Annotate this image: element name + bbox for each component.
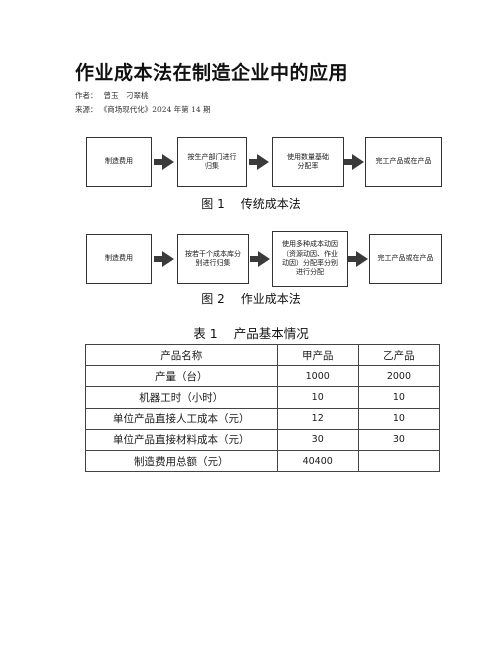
- author-label: 作者：: [75, 91, 98, 100]
- table-row: 机器工时（小时） 10 10: [85, 386, 441, 409]
- row-value-b: 10: [357, 386, 441, 409]
- header-product-a: 甲产品: [276, 343, 359, 367]
- flow2-box-cost-pools: 按若干个成本库分 别进行归集: [177, 234, 249, 284]
- flow2-arrow-3: [348, 251, 368, 267]
- row-value-a: 12: [276, 407, 359, 430]
- figure-2-flowchart: 制造费用 按若干个成本库分 别进行归集 使用多种成本动因 （资源动因、作业 动因…: [86, 231, 442, 287]
- row-value-a: 1000: [276, 365, 359, 388]
- article-title: 作业成本法在制造企业中的应用: [75, 62, 349, 84]
- table-row: 产量（台） 1000 2000: [85, 365, 441, 388]
- flow2-box-finished-products: 完工产品或在产品: [369, 234, 442, 284]
- row-value-a: 10: [276, 386, 359, 409]
- header-product-b: 乙产品: [357, 343, 441, 367]
- figure-2-title: 作业成本法: [240, 292, 301, 306]
- row-label: 制造费用总额（元）: [85, 449, 278, 473]
- source-text: 《商场现代化》2024 年第 14 期: [103, 105, 211, 114]
- row-value-a: 30: [276, 428, 359, 451]
- table-row: 单位产品直接人工成本（元） 12 10: [85, 407, 441, 430]
- table-1-caption: 表 1 产品基本情况: [0, 323, 502, 342]
- source-label: 来源：: [75, 105, 98, 114]
- row-value-b: 30: [357, 428, 441, 451]
- author-names: 曾玉 刁翠桃: [103, 91, 149, 100]
- flow2-arrow-1: [154, 251, 174, 267]
- row-label: 机器工时（小时）: [85, 386, 278, 409]
- flow1-arrow-2: [249, 154, 269, 170]
- flow2-box-manufacturing-cost: 制造费用: [86, 234, 152, 284]
- row-value-b: 2000: [357, 365, 441, 388]
- table-row: 制造费用总额（元） 40400: [85, 449, 441, 473]
- source-line: 来源： 《商场现代化》2024 年第 14 期: [75, 104, 211, 115]
- flow1-arrow-1: [154, 154, 174, 170]
- table-header-row: 产品名称 甲产品 乙产品: [85, 343, 441, 367]
- table-1-label: 表 1: [193, 326, 218, 341]
- row-label: 单位产品直接材料成本（元）: [85, 428, 278, 451]
- flow1-box-finished-products: 完工产品或在产品: [365, 137, 442, 187]
- flow1-box-quantity-rate: 使用数量基础 分配率: [272, 137, 344, 187]
- flow1-arrow-3: [344, 154, 364, 170]
- author-line: 作者： 曾玉 刁翠桃: [75, 90, 149, 101]
- row-value-a: 40400: [276, 449, 359, 473]
- row-value-b: 10: [357, 407, 441, 430]
- flow2-box-cost-drivers: 使用多种成本动因 （资源动因、作业 动因）分配率分别 进行分配: [272, 231, 348, 287]
- figure-1-title: 传统成本法: [240, 197, 301, 211]
- flow2-arrow-2: [250, 251, 270, 267]
- table-row: 单位产品直接材料成本（元） 30 30: [85, 428, 441, 451]
- header-product-name: 产品名称: [85, 343, 278, 367]
- product-info-table: 产品名称 甲产品 乙产品 产量（台） 1000 2000 机器工时（小时） 10…: [85, 343, 441, 473]
- figure-1-label: 图 1: [201, 197, 225, 211]
- flow1-box-dept-collection: 按生产部门进行 归集: [177, 137, 247, 187]
- row-value-b: [357, 449, 441, 473]
- figure-2-label: 图 2: [201, 292, 225, 306]
- row-label: 单位产品直接人工成本（元）: [85, 407, 278, 430]
- row-label: 产量（台）: [85, 365, 278, 388]
- flow1-box-manufacturing-cost: 制造费用: [86, 137, 152, 187]
- figure-1-caption: 图 1 传统成本法: [0, 195, 502, 212]
- figure-1-flowchart: 制造费用 按生产部门进行 归集 使用数量基础 分配率 完工产品或在产品: [86, 137, 442, 187]
- table-1-title: 产品基本情况: [233, 326, 309, 341]
- figure-2-caption: 图 2 作业成本法: [0, 290, 502, 307]
